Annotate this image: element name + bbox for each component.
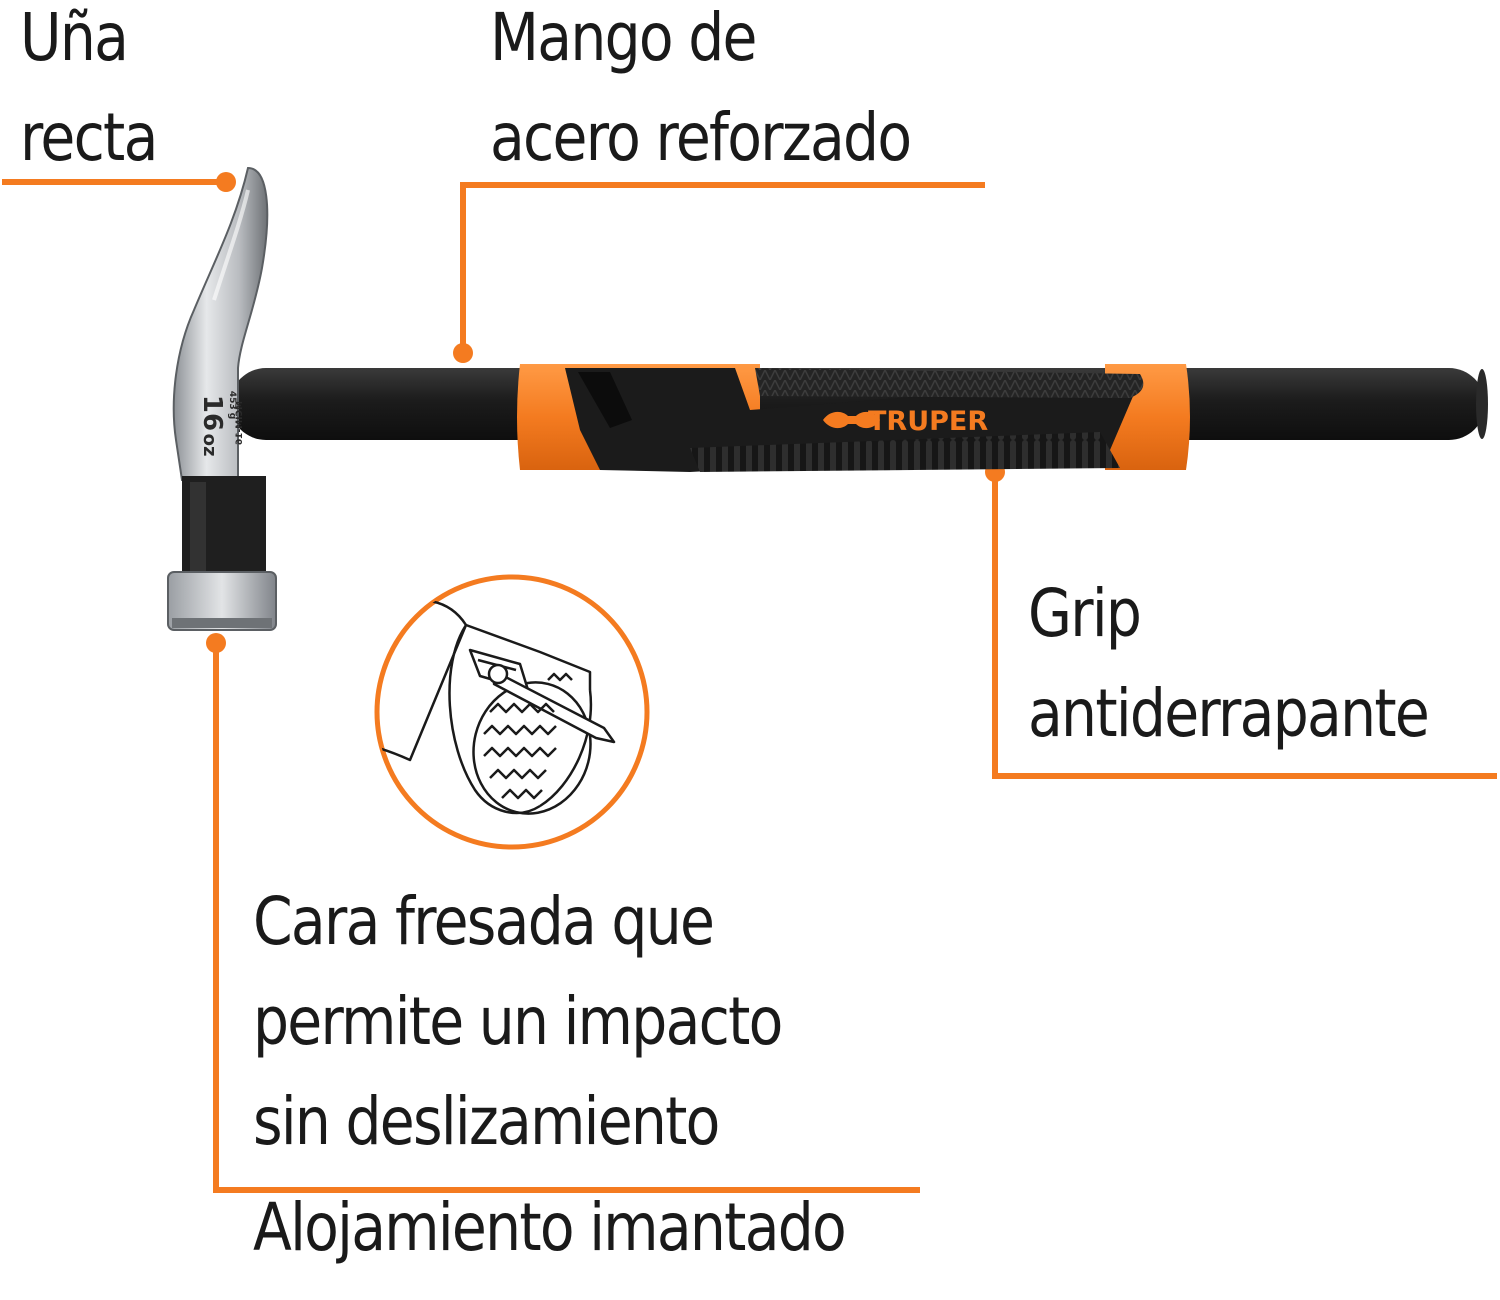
callout-handle-leader (453, 182, 985, 363)
callout-claw-line-2: recta (20, 99, 158, 176)
grip-ribbed-panel (690, 432, 1120, 472)
callout-claw-label: Uña recta (20, 0, 158, 188)
grip-knurled-panel (755, 368, 1144, 398)
callout-grip-label: Grip antiderrapante (1028, 564, 1430, 764)
hammer-claw (172, 166, 269, 481)
callout-magnet-line-1: Alojamiento imantado (253, 1189, 847, 1266)
brand-name: TRUPER (868, 406, 988, 437)
hammer-model-code: MCIM-16 (235, 401, 245, 445)
hammer-weight-oz: 16 (197, 395, 227, 431)
callout-claw-line-1: Uña (20, 0, 129, 76)
callout-face-line-1: Cara fresada que (253, 883, 715, 960)
hammer: 16 oz 453 g MCIM-16 TRUPER (167, 166, 1488, 631)
detail-inset (374, 574, 650, 850)
callout-handle-line-2: acero reforzado (490, 99, 912, 176)
hammer-handle-end (1476, 369, 1488, 439)
callout-face-line-3: sin deslizamiento (253, 1083, 720, 1160)
callout-face-leader (206, 633, 920, 1193)
callout-magnet-label: Alojamiento imantado (253, 1178, 847, 1278)
hammer-weight-unit: oz (199, 434, 220, 457)
brand-logo: TRUPER (823, 406, 988, 437)
callout-face-label: Cara fresada que permite un impacto sin … (253, 872, 783, 1172)
callout-grip-line-1: Grip (1028, 575, 1142, 652)
callout-handle-label: Mango de acero reforzado (490, 0, 912, 188)
callout-claw-leader (2, 172, 236, 192)
callout-face-line-2: permite un impacto (253, 983, 783, 1060)
callout-grip-line-2: antiderrapante (1028, 675, 1430, 752)
hammer-weight-grams: 453 g (227, 391, 237, 419)
callout-handle-line-1: Mango de (490, 0, 757, 76)
hammer-striking-face (167, 571, 277, 631)
